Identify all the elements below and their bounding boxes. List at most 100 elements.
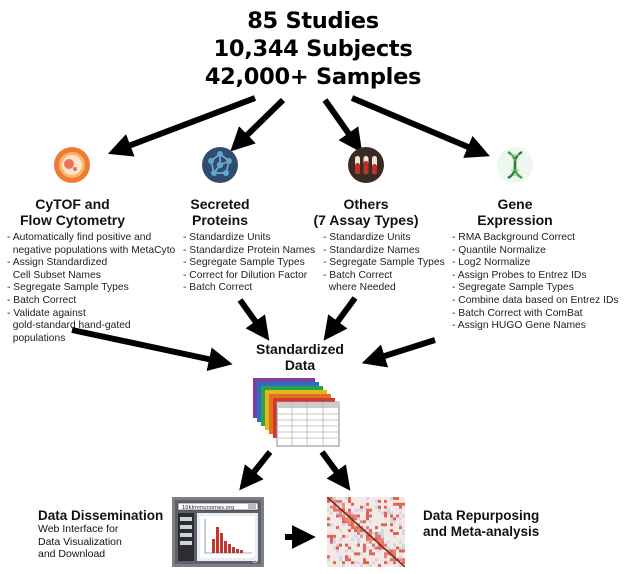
heatmap-cell: [336, 526, 339, 530]
heatmap-cell: [381, 532, 384, 535]
step-item: - Segregate Sample Types: [452, 282, 574, 294]
heatmap-cell: [342, 534, 345, 538]
heatmap-cell: [330, 505, 333, 509]
heatmap-cell: [357, 540, 360, 544]
heatmap-cell: [387, 561, 390, 565]
heatmap-cell: [384, 546, 387, 550]
step-item: - Batch Correct: [323, 269, 393, 281]
heatmap-cell: [354, 561, 357, 565]
heatmap-cell: [366, 537, 369, 541]
heatmap-cell: [393, 558, 396, 562]
heatmap-cell: [330, 511, 333, 515]
heatmap-cell: [339, 537, 342, 541]
samples-count: 42,000+ Samples: [204, 64, 422, 90]
protein-network-icon: [202, 147, 238, 183]
heatmap-cell: [375, 546, 378, 550]
heatmap-cell: [354, 552, 357, 556]
others-title-line-2: (7 Assay Types): [313, 212, 419, 228]
heatmap-cell: [351, 523, 354, 527]
step-item: - Batch Correct with ComBat: [452, 307, 583, 319]
heatmap-cell: [357, 532, 360, 535]
heatmap-cell: [372, 552, 375, 556]
heatmap-cell: [384, 511, 387, 515]
arrow-std-to-repurposing: [319, 450, 351, 491]
heatmap-cell: [384, 552, 387, 556]
heatmap-cell: [399, 502, 402, 506]
heatmap-cell: [360, 508, 363, 512]
heatmap-cell: [378, 546, 381, 550]
dissemination-subtitle: Web Interface for Data Visualization and…: [38, 523, 122, 561]
heatmap-cell: [363, 561, 366, 565]
heatmap-cell: [369, 520, 372, 524]
heatmap-cell: [366, 534, 369, 538]
heatmap-cell: [372, 532, 375, 535]
heatmap-cell: [360, 552, 363, 556]
repurposing-title: Data Repurposing and Meta-analysis: [423, 508, 539, 540]
step-item: - Segregate Sample Types: [7, 282, 129, 294]
dissemination-subtitle-line-1: Web Interface for: [38, 523, 119, 535]
web-browser-icon: 10kImmunomes.org: [172, 497, 264, 567]
heatmap-cell: [351, 520, 354, 524]
heatmap-cell: [339, 511, 342, 515]
heatmap-cell: [396, 497, 399, 500]
heatmap-cell: [399, 555, 402, 559]
heatmap-cell: [384, 523, 387, 527]
heatmap-cell: [390, 511, 393, 515]
heatmap-cell: [366, 529, 369, 532]
heatmap-cell: [399, 523, 402, 527]
cytof-title-line-1: CyTOF and: [35, 196, 110, 212]
step-item: - Combine data based on Entrez IDs: [452, 294, 619, 306]
heatmap-cell: [360, 534, 363, 538]
heatmap-cell: [336, 499, 339, 503]
heatmap-cell: [357, 526, 360, 530]
heatmap-cell: [384, 543, 387, 547]
heatmap-cell: [378, 537, 381, 541]
heatmap-cell: [369, 552, 372, 556]
heatmap-cell: [393, 532, 396, 535]
heatmap-cell: [345, 549, 348, 553]
step-item: where Needed: [323, 282, 396, 294]
heatmap-cell: [384, 555, 387, 559]
step-item: - Automatically find positive and: [7, 232, 152, 243]
heatmap-cell: [339, 529, 342, 532]
step-item: - Segregate Sample Types: [323, 257, 445, 269]
step-item: - RMA Background Correct: [452, 232, 576, 243]
heatmap-cell: [363, 543, 366, 547]
secreted-steps: - Standardize Units - Standardize Protei…: [183, 232, 315, 295]
heatmap-cell: [378, 549, 381, 553]
heatmap-cell: [384, 561, 387, 565]
heatmap-cell: [387, 540, 390, 544]
others-title: Others (7 Assay Types): [306, 196, 426, 228]
heatmap-cell: [366, 546, 369, 550]
heatmap-cell: [354, 534, 357, 538]
heatmap-cell: [342, 508, 345, 512]
heatmap-cell: [348, 529, 351, 532]
heatmap-cell: [339, 555, 342, 559]
heatmap-cell: [372, 543, 375, 547]
heatmap-cell: [348, 511, 351, 515]
heatmap-cell: [330, 497, 333, 500]
heatmap-cell: [348, 558, 351, 562]
heatmap-cell: [402, 549, 405, 553]
heatmap-cell: [333, 561, 336, 565]
correlation-heatmap-icon: [327, 497, 405, 567]
heatmap-cell: [396, 502, 399, 506]
heatmap-cell: [369, 564, 372, 567]
step-item: - Assign Probes to Entrez IDs: [452, 269, 587, 281]
step-item: - Segregate Sample Types: [183, 257, 305, 269]
heatmap-cell: [366, 561, 369, 565]
heatmap-cell: [387, 549, 390, 553]
heatmap-cell: [363, 549, 366, 553]
heatmap-cell: [348, 514, 351, 518]
heatmap-cell: [381, 523, 384, 527]
heatmap-cell: [366, 497, 369, 500]
heatmap-cell: [387, 508, 390, 512]
heatmap-cell: [396, 514, 399, 518]
heatmap-cell: [375, 532, 378, 535]
step-item: - Standardize Protein Names: [183, 244, 316, 256]
step-item: - Standardize Units: [323, 232, 411, 243]
step-item: - Validate against: [7, 307, 86, 319]
heatmap-cell: [327, 555, 330, 559]
heatmap-cell: [366, 517, 369, 521]
heatmap-cell: [399, 546, 402, 550]
